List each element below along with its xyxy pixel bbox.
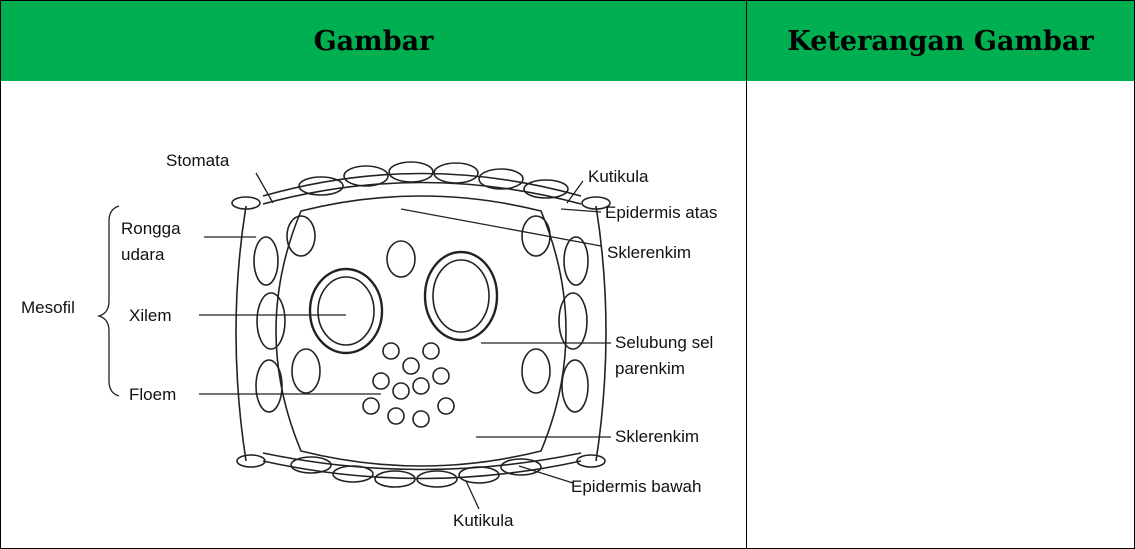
label-sklerenkim-top: Sklerenkim [607,243,691,262]
header-gambar: Gambar [0,0,747,82]
leaf-cross-section-diagram: Stomata Kutikula Epidermis atas Rongga u… [1,81,746,548]
label-kutikula-top: Kutikula [588,167,649,186]
label-mesofil: Mesofil [21,298,75,317]
label-parenkim: parenkim [615,359,685,378]
description-cell [746,81,1135,549]
label-stomata: Stomata [166,151,230,170]
label-epidermis-bawah: Epidermis bawah [571,477,701,496]
label-floem: Floem [129,385,176,404]
label-kutikula-bottom: Kutikula [453,511,514,530]
label-selubung-sel: Selubung sel [615,333,713,352]
label-epidermis-atas: Epidermis atas [605,203,717,222]
leaf-body [236,162,606,487]
label-sklerenkim-bottom: Sklerenkim [615,427,699,446]
image-cell: Stomata Kutikula Epidermis atas Rongga u… [0,81,747,549]
label-rongga-udara-1: Rongga [121,219,181,238]
label-xilem: Xilem [129,306,172,325]
label-rongga-udara-2: udara [121,245,165,264]
header-keterangan-gambar: Keterangan Gambar [746,0,1135,82]
